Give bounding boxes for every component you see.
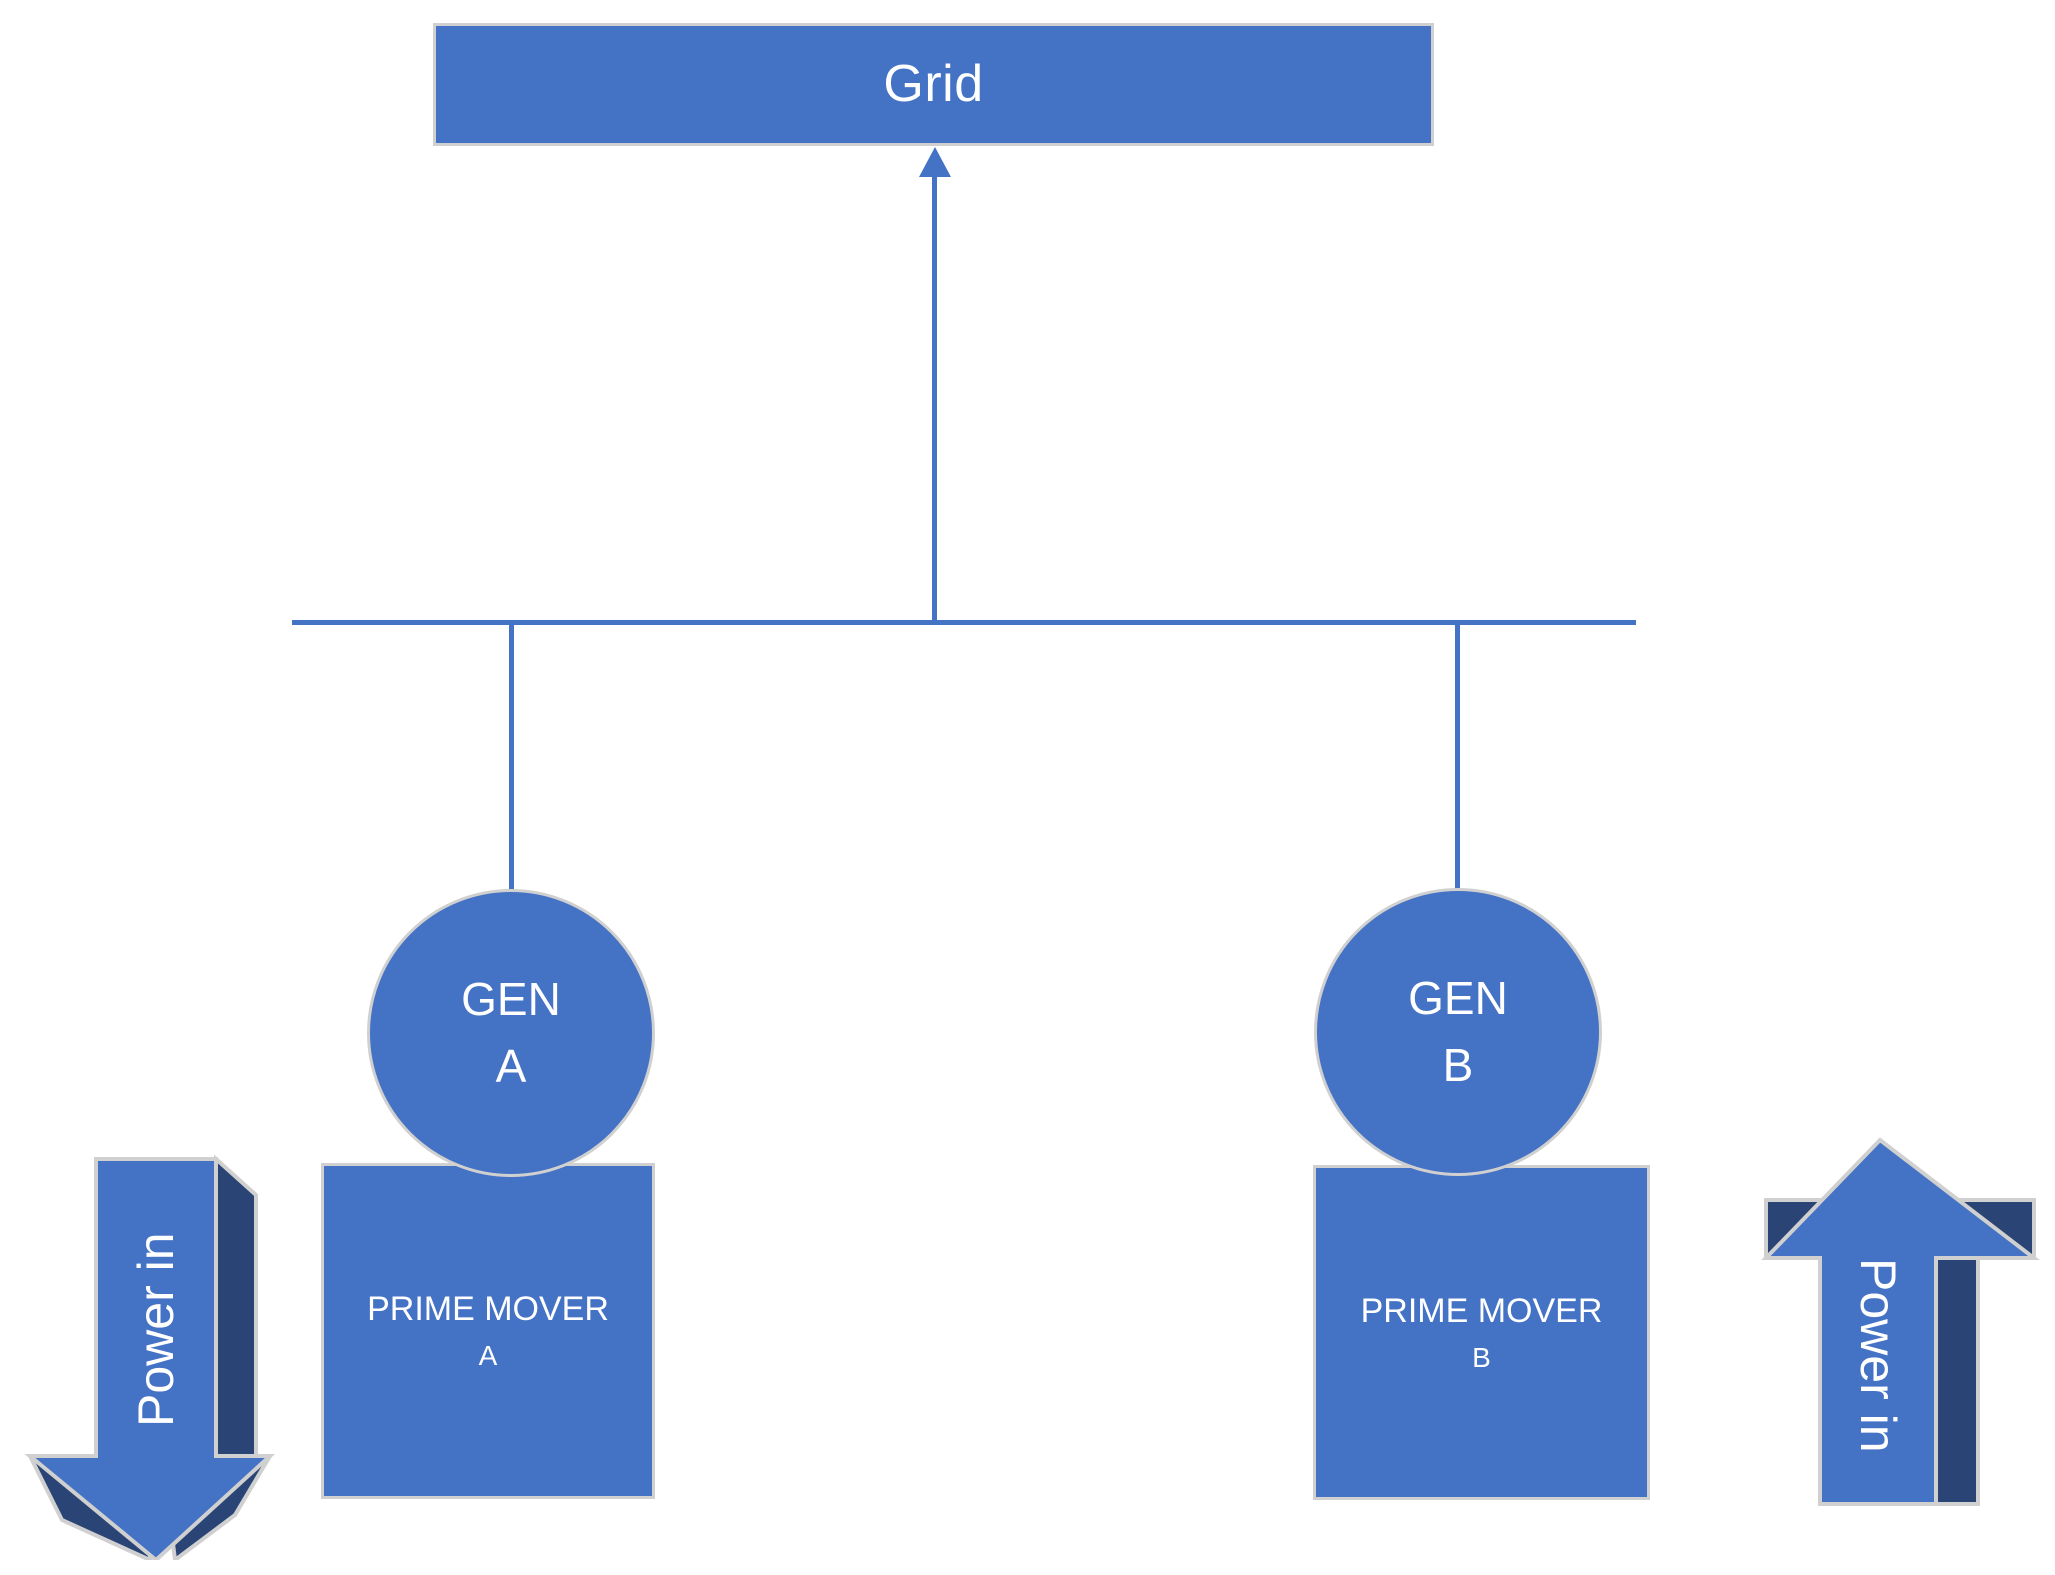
power-in-left-label: Power in (127, 1232, 184, 1428)
prime-mover-b-label-line2: B (1472, 1341, 1491, 1373)
gen-b-node[interactable]: GEN B (1314, 888, 1602, 1176)
riser-to-grid-arrowhead-icon (919, 147, 951, 177)
gen-a-label-line2: A (495, 1040, 527, 1092)
grid-node[interactable]: Grid (433, 23, 1434, 146)
grid-label: Grid (883, 55, 984, 114)
busbar-line (292, 620, 1636, 625)
riser-to-grid-line (932, 175, 937, 623)
prime-mover-a-node[interactable]: PRIME MOVER A (321, 1163, 655, 1499)
prime-mover-a-label-line2: A (478, 1340, 498, 1372)
prime-mover-b-label-line1: PRIME MOVER (1360, 1291, 1603, 1330)
power-in-right-arrow-icon[interactable] (1750, 1132, 2050, 1522)
gen-b-label-line2: B (1442, 1039, 1474, 1091)
gen-a-node[interactable]: GEN A (367, 889, 655, 1177)
prime-mover-b-node[interactable]: PRIME MOVER B (1313, 1165, 1650, 1500)
drop-to-gen-a-line (509, 622, 514, 894)
drop-to-gen-b-line (1455, 622, 1460, 892)
prime-mover-a-label-line1: PRIME MOVER (367, 1290, 609, 1329)
power-in-right-label: Power in (1849, 1257, 1906, 1453)
gen-a-label-line1: GEN (461, 973, 561, 1026)
power-in-left-arrow-icon[interactable] (20, 1150, 280, 1560)
gen-b-label-line1: GEN (1408, 972, 1508, 1025)
